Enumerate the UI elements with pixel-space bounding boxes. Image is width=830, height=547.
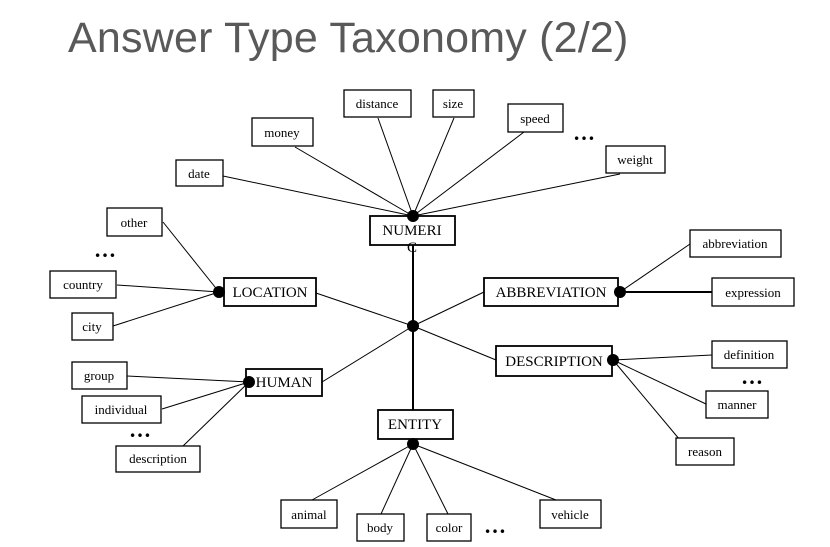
subtype-date: date	[188, 166, 210, 181]
subtype-box-size	[432, 89, 475, 118]
subtype-country: country	[63, 277, 103, 292]
abbreviation-node	[614, 286, 626, 298]
edge-entity-animal	[311, 443, 414, 501]
subtype-box-money	[251, 117, 314, 147]
location-label: LOCATION	[233, 285, 308, 301]
subtype-box-speed	[507, 103, 564, 133]
subtype-box-color	[426, 513, 472, 542]
edge-numeric-date	[222, 175, 414, 217]
subtype-weight: weight	[617, 152, 653, 167]
subtype-box-vehicle	[539, 499, 602, 529]
edge-description-manner	[612, 359, 707, 405]
numeric-node	[407, 210, 419, 222]
edge-numeric-distance	[377, 117, 414, 217]
subtype-box-city	[71, 312, 114, 341]
subtype-box-country	[49, 270, 117, 299]
edge-description-reason	[612, 359, 681, 441]
subtype-animal: animal	[291, 507, 327, 522]
ellipsis-entity: …	[484, 513, 506, 538]
edge-hub-description	[412, 325, 497, 361]
edge-numeric-weight	[412, 173, 621, 217]
subtype-definition: definition	[724, 347, 775, 362]
subtype-individual: individual	[95, 402, 148, 417]
subtype-vehicle: vehicle	[551, 507, 589, 522]
edge-hub-abbreviation	[412, 291, 485, 327]
edge-hub-location	[315, 292, 414, 327]
subtype-money: money	[264, 125, 300, 140]
description-node	[607, 354, 619, 366]
numeric-label-tail: C	[407, 240, 417, 256]
subtype-other: other	[121, 215, 148, 230]
subtype-box-other	[106, 207, 163, 237]
entity-node	[407, 438, 419, 450]
subtype-color: color	[436, 520, 463, 535]
hub-node	[407, 320, 419, 332]
subtype-box-definition	[711, 340, 788, 369]
edge-human-individual	[161, 381, 250, 410]
subtype-box-body	[356, 513, 405, 542]
edge-entity-vehicle	[412, 443, 557, 501]
subtype-expression: expression	[725, 285, 781, 300]
edge-location-country	[116, 284, 220, 293]
edge-human-group	[126, 375, 250, 383]
subtype-distance: distance	[356, 96, 399, 111]
subtype-abbreviation: abbreviation	[703, 236, 768, 251]
subtype-group: group	[84, 368, 114, 383]
description-label: DESCRIPTION	[505, 354, 603, 370]
subtype-box-abbreviation	[689, 229, 782, 258]
edge-entity-color	[412, 443, 449, 515]
subtype-size: size	[443, 96, 463, 111]
description-box	[495, 345, 613, 377]
subtype-speed: speed	[520, 111, 550, 126]
human-node	[243, 376, 255, 388]
subtype-box-expression	[711, 277, 795, 307]
edge-description-definition	[612, 354, 713, 361]
subtype-box-group	[71, 361, 128, 390]
subtype-box-date	[175, 159, 224, 187]
subtype-city: city	[82, 319, 102, 334]
edge-entity-body	[380, 443, 414, 515]
edge-human-description	[182, 381, 250, 447]
entity-label: ENTITY	[388, 417, 442, 433]
edge-hub-human	[321, 325, 414, 383]
ellipsis-numeric: …	[573, 120, 595, 145]
ellipsis-location: …	[94, 237, 116, 262]
edge-location-city	[112, 291, 220, 327]
subtype-box-manner	[705, 390, 769, 419]
human-label: HUMAN	[256, 375, 313, 391]
subtype-box-reason	[675, 437, 735, 466]
subtype-box-human-description	[115, 445, 201, 473]
subtype-box-weight	[605, 145, 666, 174]
location-node	[213, 286, 225, 298]
subtype-box-animal	[280, 499, 338, 529]
edge-numeric-speed	[412, 131, 525, 217]
edge-abbreviation-abbreviation	[619, 243, 691, 293]
subtype-box-distance	[343, 89, 412, 118]
edge-numeric-money	[294, 146, 414, 217]
slide-title: Answer Type Taxonomy (2/2)	[68, 14, 629, 62]
entity-box	[377, 409, 454, 440]
abbreviation-label: ABBREVIATION	[496, 285, 607, 301]
edge-numeric-size	[412, 117, 455, 217]
subtype-manner: manner	[718, 397, 758, 412]
ellipsis-human: …	[129, 417, 151, 442]
subtype-human-description: description	[129, 451, 187, 466]
edge-location-other	[162, 221, 220, 293]
subtype-body: body	[367, 520, 394, 535]
subtype-box-individual	[81, 395, 162, 424]
subtype-reason: reason	[688, 444, 722, 459]
ellipsis-description: …	[741, 364, 763, 389]
numeric-label: NUMERI	[382, 223, 441, 239]
